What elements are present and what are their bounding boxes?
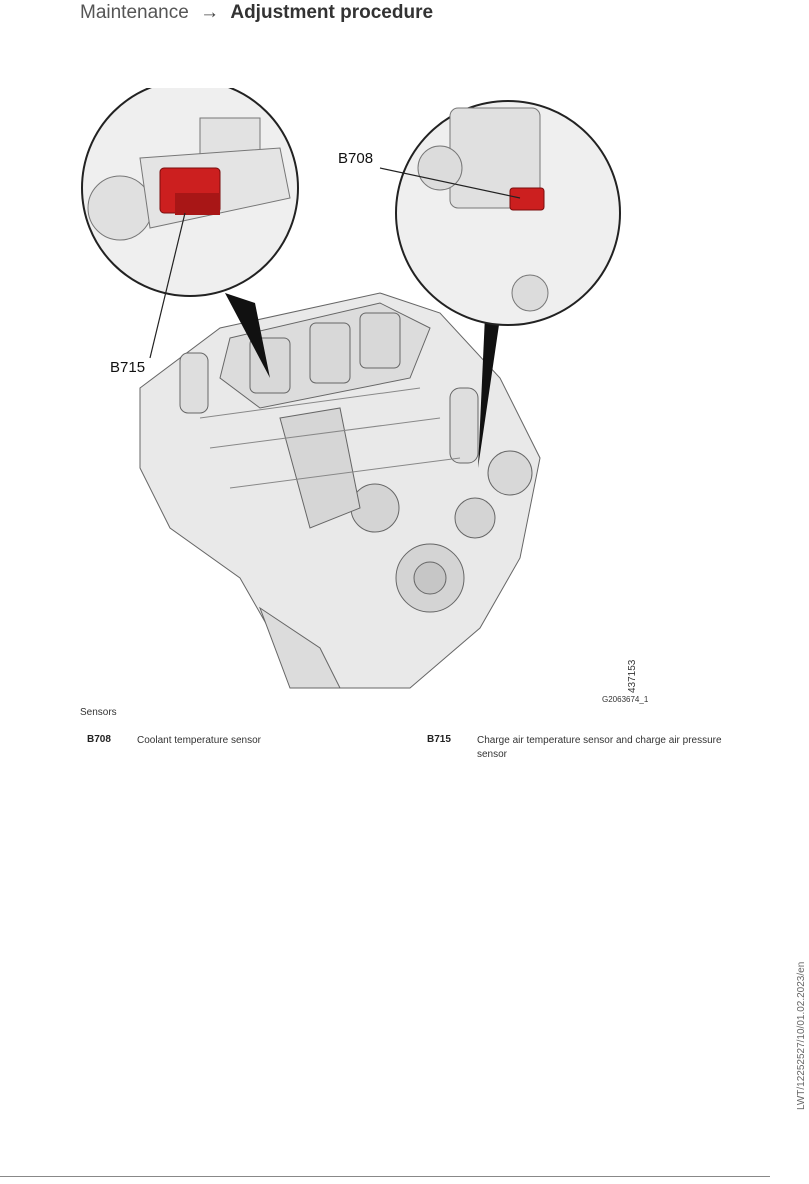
legend-row: B708 Coolant temperature sensor B715 Cha…	[80, 734, 760, 762]
legend-code: B708	[87, 734, 111, 745]
legend-description: Coolant temperature sensor	[137, 735, 261, 746]
right-detail-circle	[379, 100, 621, 326]
engine-body	[139, 292, 541, 689]
legend-code: B715	[427, 734, 451, 745]
arrow-right-icon: →	[200, 2, 220, 23]
footer-divider	[0, 1176, 770, 1177]
legend-entry: B708 Coolant temperature sensor	[80, 734, 420, 762]
engine-illustration: B708 B715 437153 G2063674_1	[81, 88, 649, 704]
sensor-legend: B708 Coolant temperature sensor B715 Cha…	[80, 734, 760, 762]
callout-b715: B715	[110, 359, 145, 376]
left-detail-circle	[81, 88, 299, 359]
callout-b708: B708	[338, 150, 373, 167]
legend-entry: B715 Charge air temperature sensor and c…	[420, 734, 760, 762]
legend-description: Charge air temperature sensor and charge…	[477, 735, 722, 760]
left-callout-wedge	[225, 293, 270, 378]
figure-caption: Sensors	[80, 707, 117, 718]
page-header: Maintenance → Adjustment procedure	[80, 2, 433, 24]
header-topic: Adjustment procedure	[230, 2, 434, 23]
graphic-id: G2063674_1	[602, 695, 649, 704]
image-number: 437153	[627, 659, 638, 693]
right-callout-wedge	[478, 316, 500, 468]
document-id: LWT/12252527/10/01.02.2023/en	[796, 961, 807, 1110]
header-section: Maintenance	[80, 2, 189, 23]
engine-sensor-figure: B708 B715 437153 G2063674_1	[80, 88, 650, 708]
